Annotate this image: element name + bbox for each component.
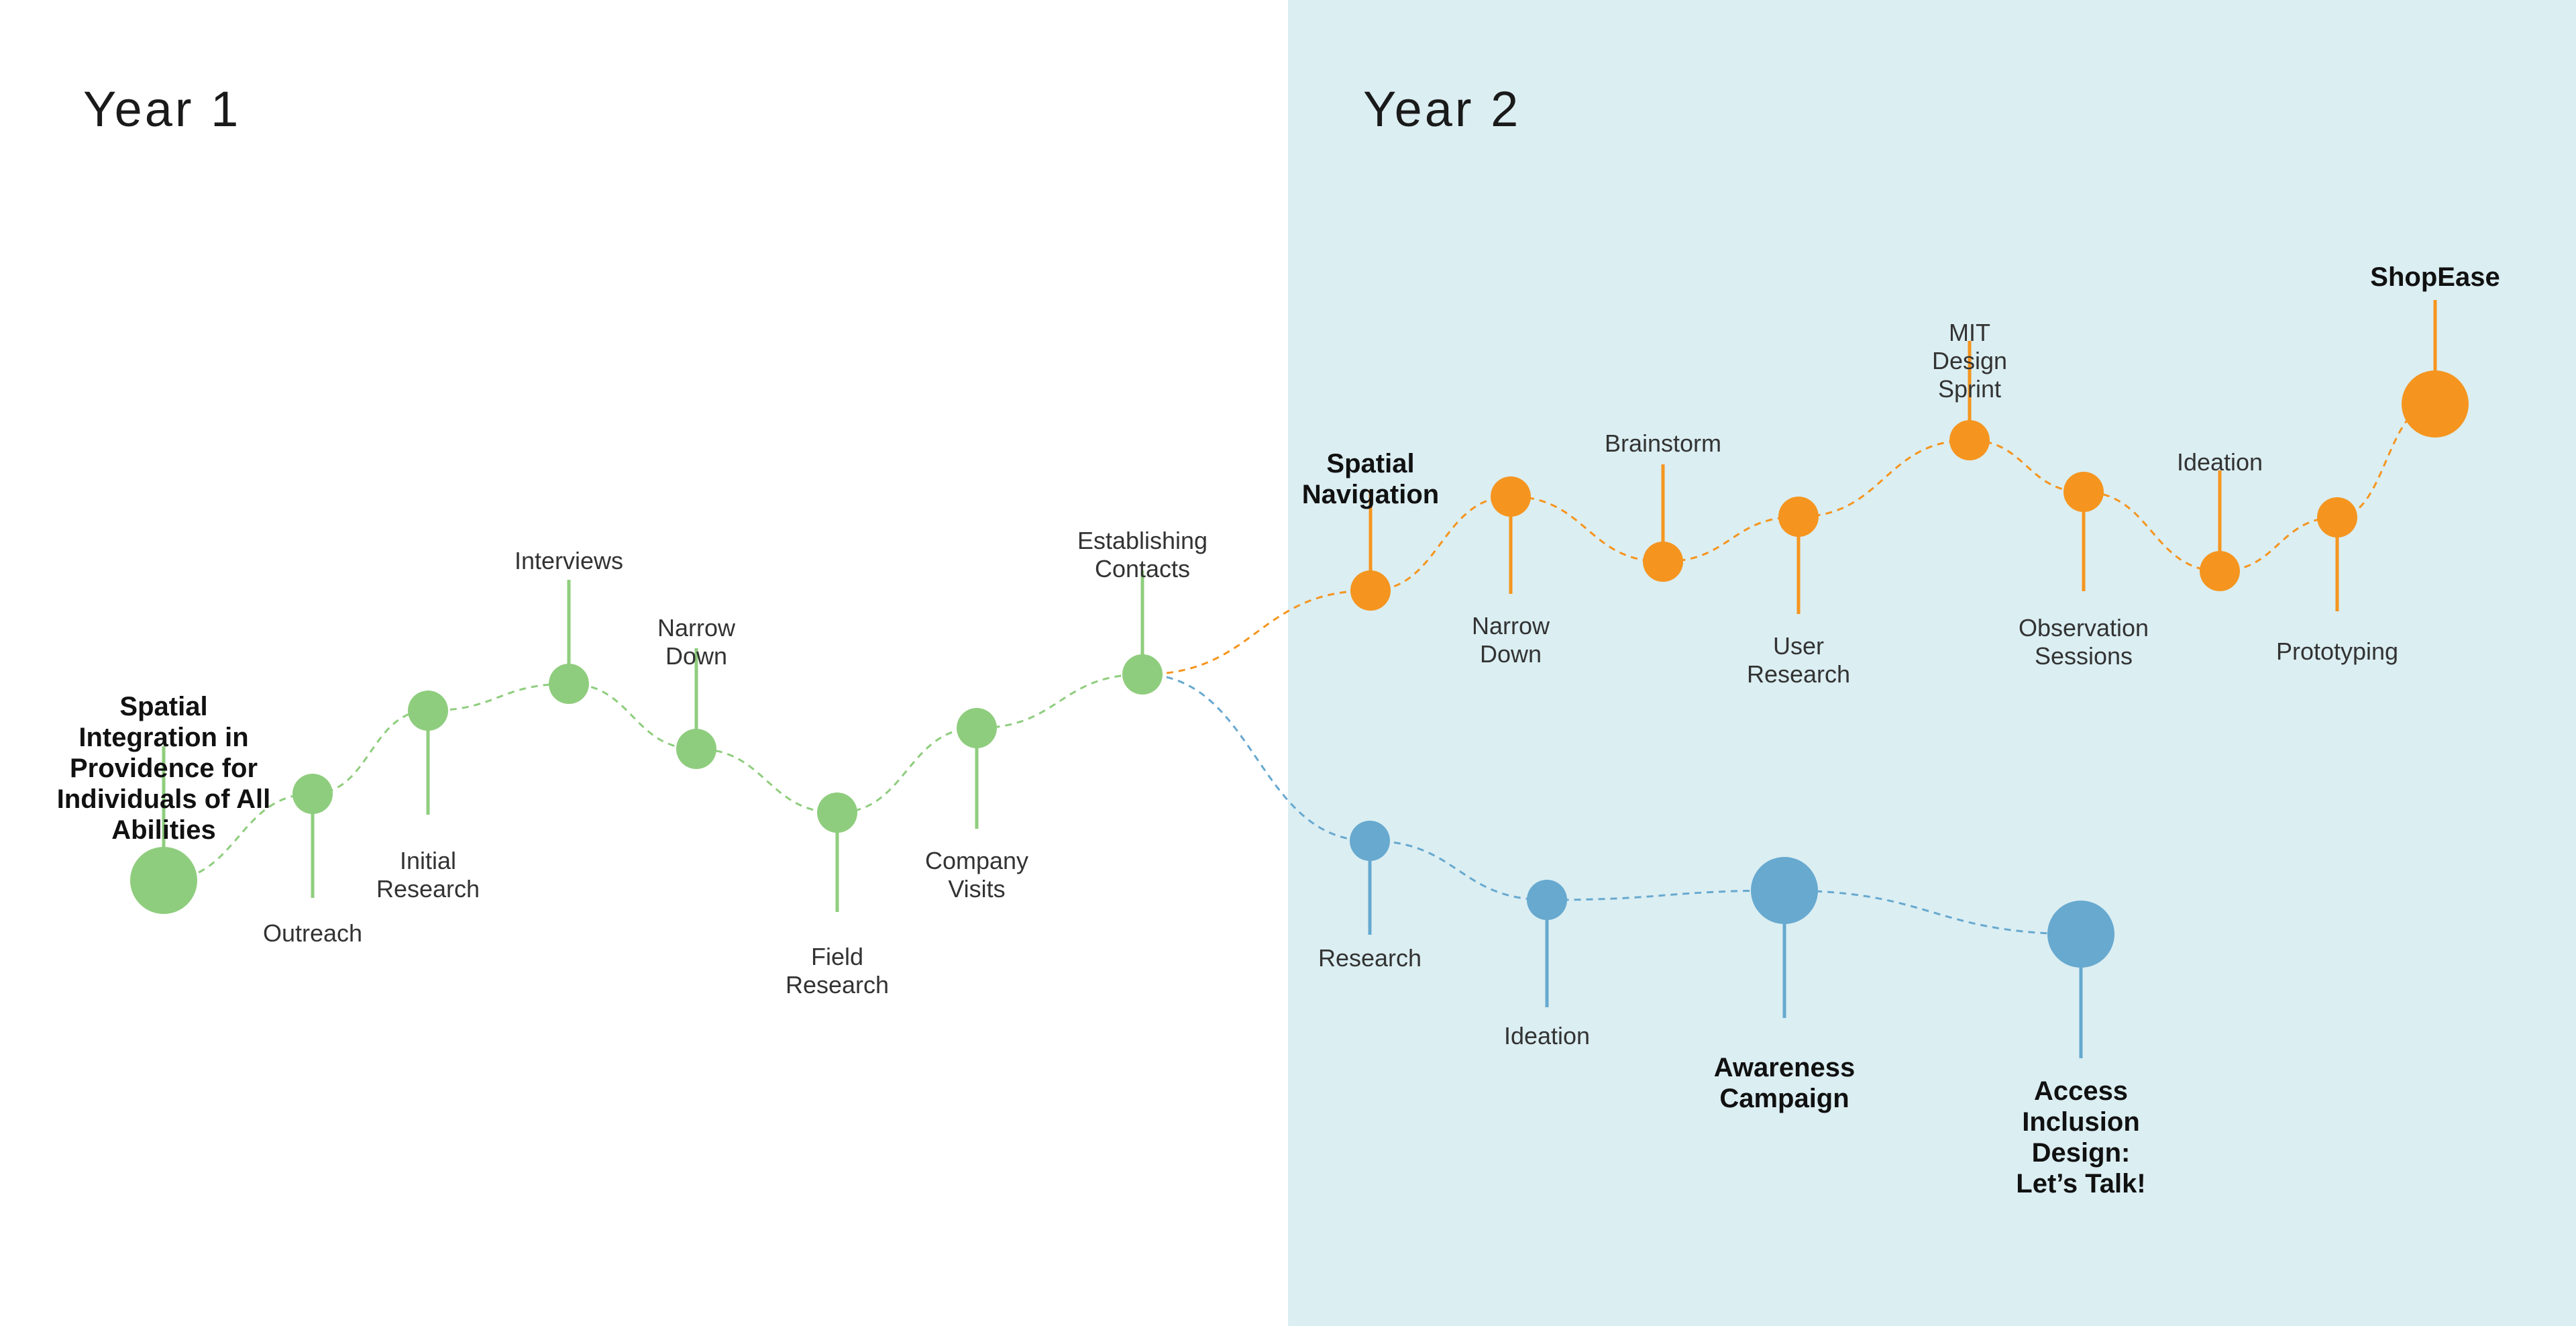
milestone-node [1491, 476, 1531, 517]
year-1-heading: Year 1 [83, 81, 241, 137]
milestone-label-field-research: Field Research [785, 943, 890, 999]
blue-track-path [1369, 839, 2082, 935]
milestone-label-research: Research [1318, 944, 1422, 972]
milestone-label-spatial-navigation: Spatial Navigation [1301, 449, 1440, 509]
milestone-node [1350, 570, 1391, 611]
orange-track-path [1370, 403, 2436, 592]
milestone-ideation-2 [1527, 880, 1567, 1007]
milestone-label-interviews: Interviews [514, 547, 624, 574]
year-1-panel [0, 0, 1288, 1326]
milestone-label-narrow-down-1: Narrow Down [657, 614, 735, 670]
milestone-company-visits [957, 708, 997, 829]
milestone-establishing-contacts [1122, 570, 1163, 695]
milestone-observation-sessions [2063, 472, 2104, 591]
milestone-label-ideation-2: Ideation [1503, 1022, 1591, 1050]
milestone-research [1350, 821, 1390, 935]
milestone-shopease [2402, 300, 2469, 438]
milestone-narrow-down-2 [1491, 476, 1531, 594]
milestone-node [957, 708, 997, 748]
blue-branch-connector [1142, 673, 1371, 842]
milestone-label-shopease: ShopEase [2370, 262, 2500, 292]
milestone-node [130, 847, 197, 914]
milestone-awareness-campaign [1751, 857, 1818, 1018]
milestone-narrow-down-1 [676, 648, 716, 769]
milestone-prototyping [2317, 497, 2357, 611]
milestone-outreach [292, 774, 333, 898]
milestone-node [1949, 420, 1990, 460]
milestone-label-user-research: User Research [1746, 632, 1851, 688]
milestone-label-access-inclusion-design: Access Inclusion Design: Let’s Talk! [2016, 1076, 2146, 1198]
milestone-mit-design-sprint [1949, 341, 1990, 460]
milestone-label-ideation-1: Ideation [2176, 448, 2263, 476]
milestone-label-spatial-integration: Spatial Integration in Providence for In… [56, 692, 271, 845]
milestone-node [1778, 497, 1819, 537]
milestone-label-awareness-campaign: Awareness Campaign [1713, 1053, 1856, 1113]
milestone-node [676, 729, 716, 769]
milestone-node [1122, 654, 1163, 695]
milestone-label-mit-design-sprint: MIT Design Sprint [1931, 319, 2008, 403]
milestone-node [2402, 370, 2469, 438]
year-2-panel [1288, 0, 2576, 1326]
milestone-label-establishing-contacts: Establishing Contacts [1077, 527, 1208, 582]
milestone-brainstorm [1643, 464, 1683, 582]
milestone-node [1350, 821, 1390, 861]
milestone-label-narrow-down-2: Narrow Down [1471, 612, 1550, 668]
year-2-heading: Year 2 [1363, 81, 1521, 137]
milestone-node [817, 793, 857, 833]
milestone-node [2047, 901, 2114, 968]
milestone-node [2317, 497, 2357, 538]
milestone-label-brainstorm: Brainstorm [1604, 429, 1722, 457]
milestone-node [1751, 857, 1818, 924]
milestone-spatial-integration [130, 746, 197, 914]
milestone-node [549, 664, 589, 704]
orange-branch-connector [1142, 589, 1371, 676]
milestone-label-outreach: Outreach [262, 919, 363, 947]
milestone-label-observation-sessions: Observation Sessions [2018, 614, 2149, 670]
milestone-user-research [1778, 497, 1819, 614]
milestone-ideation-1 [2200, 470, 2240, 591]
milestone-interviews [549, 580, 589, 704]
milestone-node [1527, 880, 1567, 920]
milestone-node [292, 774, 333, 814]
milestone-field-research [817, 793, 857, 912]
milestone-node [2063, 472, 2104, 512]
milestone-node [2200, 551, 2240, 591]
milestone-initial-research [408, 691, 448, 815]
milestone-access-inclusion-design [2047, 901, 2114, 1058]
milestone-node [408, 691, 448, 731]
milestone-label-company-visits: Company Visits [924, 847, 1029, 903]
milestone-label-prototyping: Prototyping [2275, 638, 2399, 665]
milestone-node [1643, 542, 1683, 582]
milestone-label-initial-research: Initial Research [376, 847, 480, 903]
milestone-spatial-navigation [1350, 490, 1391, 611]
